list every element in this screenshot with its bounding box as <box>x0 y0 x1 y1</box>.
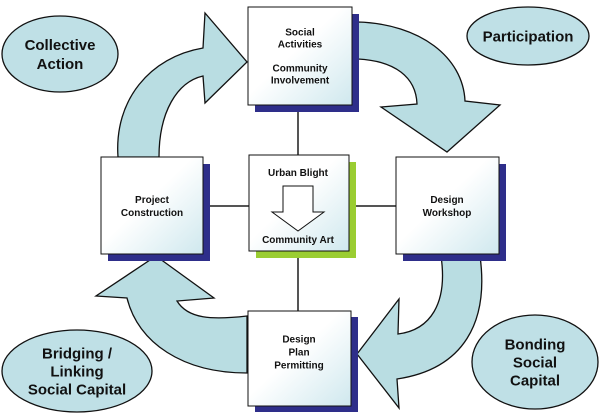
oval-bonding-label-line-0: Bonding <box>505 336 566 353</box>
box-design-plan-permitting-label-line-2: Permitting <box>274 361 323 372</box>
oval-collective-action-label-line-1: Action <box>37 56 84 73</box>
box-social-activities-label-line-4: Involvement <box>271 76 330 87</box>
oval-participation: Participation <box>466 6 590 66</box>
box-design-plan-permitting-label-line-1: Plan <box>288 348 309 359</box>
oval-bonding-label-line-2: Capital <box>510 372 560 389</box>
oval-bridging-label-line-0: Bridging / <box>42 345 113 362</box>
box-social-activities-label-line-1: Activities <box>278 40 323 51</box>
oval-collective-action-label-line-0: Collective <box>25 37 96 54</box>
box-urban-blight-community-art: Urban Blight Community Art <box>248 154 356 258</box>
box-design-workshop-label-line-0: Design <box>430 195 463 206</box>
down-arrow-icon <box>270 185 326 232</box>
oval-participation-label: Participation <box>483 28 574 45</box>
box-social-activities-label-line-0: Social <box>285 28 315 39</box>
center-top-label: Urban Blight <box>268 168 329 179</box>
oval-bridging-label-line-1: Linking <box>50 363 103 380</box>
box-design-workshop-label-line-1: Workshop <box>423 208 472 219</box>
cycle-arrow-bottom-to-left <box>94 255 248 374</box>
oval-bridging-label-line-2: Social Capital <box>28 381 126 398</box>
box-social-activities-label-line-3: Community <box>273 64 328 75</box>
box-design-plan-permitting-label-line-0: Design <box>282 335 315 346</box>
box-project-construction-label-line-0: Project <box>135 195 170 206</box>
cycle-arrow-right-to-bottom <box>356 255 483 411</box>
cycle-arrow-left-to-top <box>117 11 248 158</box>
oval-bonding-label-line-1: Social <box>513 354 557 371</box>
oval-participation-label-line-0: Participation <box>483 28 574 45</box>
box-project-construction-label-line-1: Construction <box>121 208 183 219</box>
cycle-arrow-top-to-right <box>357 21 502 153</box>
center-bottom-label: Community Art <box>262 235 335 246</box>
